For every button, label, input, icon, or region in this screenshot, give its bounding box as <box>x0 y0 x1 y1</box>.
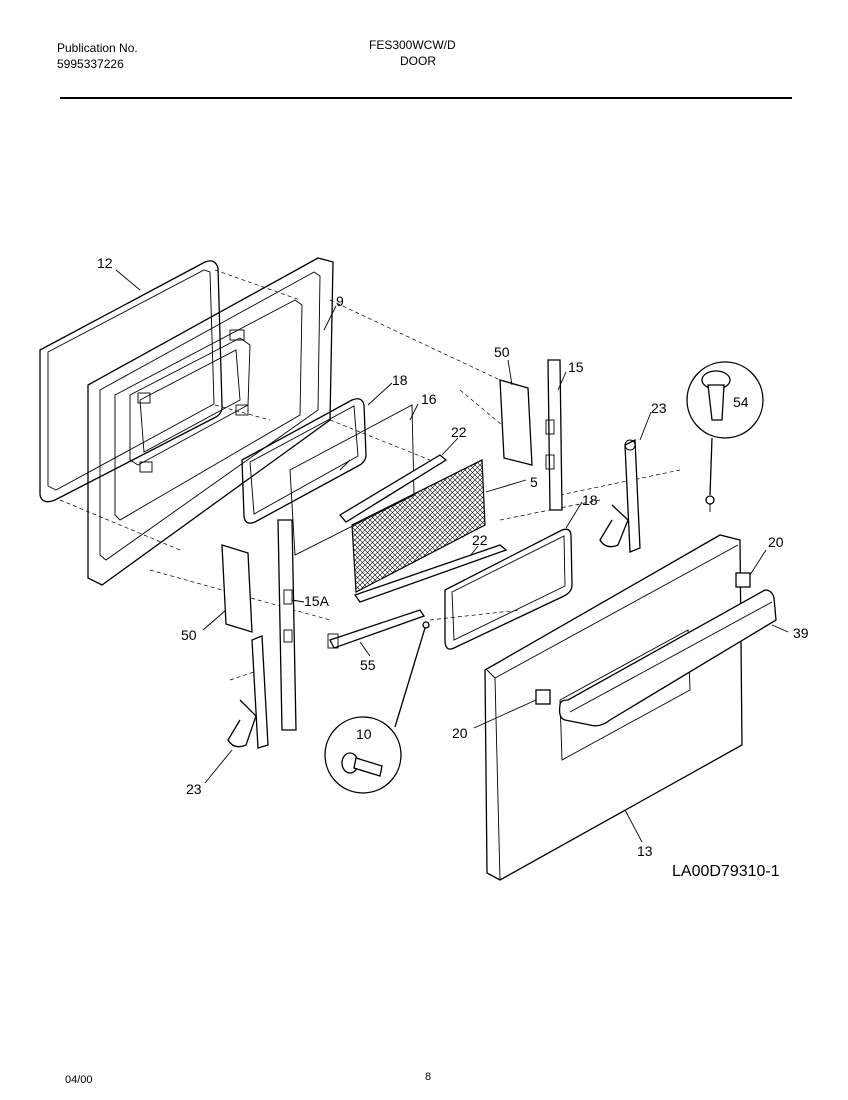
part-54-detail <box>686 361 764 496</box>
callout-23-upper: 23 <box>651 400 667 416</box>
callout-18-upper: 18 <box>392 372 408 388</box>
part-9-inner-liner <box>87 257 334 586</box>
callout-50-upper: 50 <box>494 344 510 360</box>
part-5-insulation <box>351 459 486 593</box>
part-15a-channel <box>277 519 297 731</box>
leader-lines <box>115 269 789 843</box>
part-39-handle <box>558 589 777 727</box>
callout-18-lower: 18 <box>582 492 598 508</box>
callout-12: 12 <box>97 255 113 271</box>
part-50-plate-upper <box>499 379 533 466</box>
part-15-channel <box>545 359 563 511</box>
model-number: FES300WCW/D <box>369 38 456 52</box>
drawing-id: LA00D79310-1 <box>672 863 780 880</box>
part-50-plate-lower <box>221 544 253 633</box>
footer-date: 04/00 <box>65 1074 93 1086</box>
callout-50-lower: 50 <box>181 627 197 643</box>
part-13-outer-door <box>484 534 743 881</box>
callout-13: 13 <box>637 843 653 859</box>
callout-55: 55 <box>360 657 376 673</box>
publication-label: Publication No. <box>57 41 138 55</box>
part-22-bracket-upper <box>339 454 448 523</box>
part-10-detail <box>324 621 430 794</box>
part-18-window-gasket-upper <box>241 398 367 524</box>
part-23-hinge-lower <box>227 635 269 749</box>
callout-15a: 15A <box>304 593 330 609</box>
callout-labels: 12 9 50 15 18 16 22 5 23 54 18 22 20 15A… <box>97 255 809 880</box>
part-12-gasket <box>39 260 223 503</box>
callout-39: 39 <box>793 625 809 641</box>
part-18-window-gasket-lower <box>444 528 573 650</box>
callout-16: 16 <box>421 391 437 407</box>
callout-22-upper: 22 <box>451 424 467 440</box>
part-20-clips <box>535 572 751 705</box>
section-title: DOOR <box>400 54 436 68</box>
alignment-lines <box>59 269 681 681</box>
callout-5: 5 <box>530 474 538 490</box>
part-54-screw-small <box>705 495 715 512</box>
header-rule <box>60 97 792 99</box>
callout-20-right: 20 <box>768 534 784 550</box>
callout-10: 10 <box>356 726 372 742</box>
callout-20-left: 20 <box>452 725 468 741</box>
part-23-hinge-upper <box>599 438 641 553</box>
callout-15: 15 <box>568 359 584 375</box>
callout-22-lower: 22 <box>472 532 488 548</box>
footer-page-number: 8 <box>425 1071 432 1083</box>
callout-9: 9 <box>336 293 344 309</box>
publication-number: 5995337226 <box>57 57 124 71</box>
callout-23-lower: 23 <box>186 781 202 797</box>
part-55-bottom-channel <box>327 609 426 649</box>
part-22-bracket-lower <box>353 544 508 603</box>
callout-54: 54 <box>733 394 749 410</box>
